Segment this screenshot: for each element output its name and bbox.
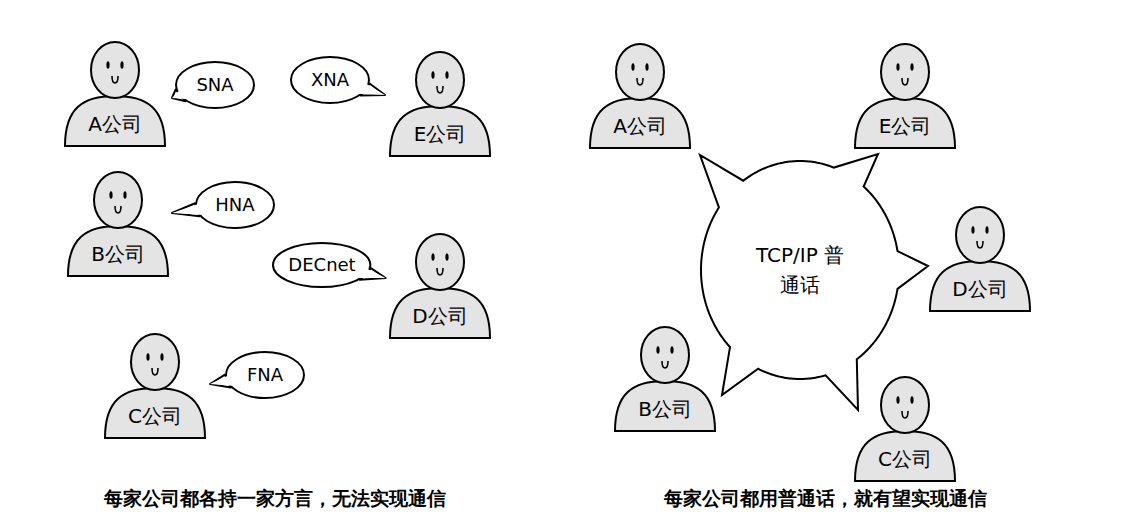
company-person: A公司 (63, 38, 167, 146)
person-body (390, 106, 490, 156)
person-eye (896, 63, 899, 71)
company-name: D公司 (412, 304, 467, 328)
person-eye (431, 253, 434, 261)
company-name: E公司 (414, 122, 467, 146)
person-eye (120, 61, 123, 69)
person-mouth (115, 206, 121, 213)
company-person: A公司 (588, 40, 692, 148)
person-eye (896, 396, 899, 404)
person-eye (445, 71, 448, 79)
person-eye (106, 61, 109, 69)
person-mouth (637, 78, 643, 85)
protocol-name: TCP/IP 普通话 (752, 240, 848, 300)
bubble-tail-fill (356, 268, 386, 278)
person-eye (645, 63, 648, 71)
person-head (416, 52, 464, 108)
person-mouth (437, 268, 443, 275)
company-person: E公司 (388, 48, 492, 156)
person-head (641, 327, 689, 383)
person-mouth (902, 78, 908, 85)
person-body (68, 226, 168, 276)
company-person: D公司 (928, 203, 1032, 311)
company-name: C公司 (128, 404, 182, 428)
company-person: D公司 (388, 230, 492, 338)
person-head (91, 42, 139, 98)
company-name: D公司 (952, 277, 1007, 301)
company-person: B公司 (66, 168, 170, 276)
company-name: B公司 (91, 242, 145, 266)
company-name: E公司 (879, 114, 932, 138)
company-name: A公司 (613, 114, 667, 138)
shared-speech-bubble: TCP/IP 普通话 (700, 160, 900, 380)
person-head (94, 172, 142, 228)
person-body (390, 288, 490, 338)
protocol-name: DECnet (288, 254, 355, 276)
speech-bubble: DECnet (272, 242, 371, 288)
person-eye (631, 63, 634, 71)
person-mouth (437, 86, 443, 93)
person-body (855, 98, 955, 148)
person-mouth (662, 361, 668, 368)
person-eye (160, 353, 163, 361)
person-mouth (152, 368, 158, 375)
person-eye (123, 191, 126, 199)
person-eye (431, 71, 434, 79)
bubble-body (196, 182, 274, 228)
speech-bubble: HNA (195, 181, 275, 229)
company-person: C公司 (853, 373, 957, 481)
person-eye (910, 63, 913, 71)
person-head (881, 44, 929, 100)
person-head (131, 334, 179, 390)
person-mouth (977, 241, 983, 248)
person-eye (146, 353, 149, 361)
person-mouth (112, 76, 118, 83)
shared-bubble-body (700, 154, 928, 410)
person-body (590, 98, 690, 148)
person-body (615, 381, 715, 431)
person-body (65, 96, 165, 146)
company-person: B公司 (613, 323, 717, 431)
person-mouth (902, 411, 908, 418)
bubble-tail-fill (172, 203, 204, 214)
bubble-body (226, 352, 304, 398)
protocol-name: SNA (196, 74, 233, 96)
person-eye (445, 253, 448, 261)
person-body (930, 261, 1030, 311)
person-eye (670, 346, 673, 354)
protocol-name: XNA (311, 69, 349, 91)
panel-caption: 每家公司都各持一家方言，无法实现通信 (104, 486, 446, 512)
speech-bubble: SNA (175, 61, 255, 109)
speech-bubble: XNA (290, 56, 370, 104)
person-body (105, 388, 205, 438)
person-body (855, 431, 955, 481)
shared-speech-bubble-outline (700, 160, 900, 380)
bubble-tail-fill (357, 83, 385, 95)
company-name: A公司 (88, 112, 142, 136)
company-person: C公司 (103, 330, 207, 438)
person-head (956, 207, 1004, 263)
person-eye (910, 396, 913, 404)
protocol-name: FNA (247, 364, 283, 386)
company-person: E公司 (853, 40, 957, 148)
person-head (416, 234, 464, 290)
panel-caption: 每家公司都用普通话，就有望实现通信 (664, 486, 987, 512)
person-head (881, 377, 929, 433)
person-eye (985, 226, 988, 234)
bubble-tail-fill (210, 375, 235, 386)
person-eye (109, 191, 112, 199)
company-name: C公司 (878, 447, 932, 471)
protocol-name: HNA (215, 194, 254, 216)
person-head (616, 44, 664, 100)
bubble-tail-fill (172, 89, 189, 99)
speech-bubble: FNA (225, 351, 305, 399)
bubble-body (273, 243, 370, 287)
bubble-body (291, 57, 369, 103)
person-eye (656, 346, 659, 354)
bubble-body (176, 62, 254, 108)
company-name: B公司 (638, 397, 692, 421)
person-eye (971, 226, 974, 234)
